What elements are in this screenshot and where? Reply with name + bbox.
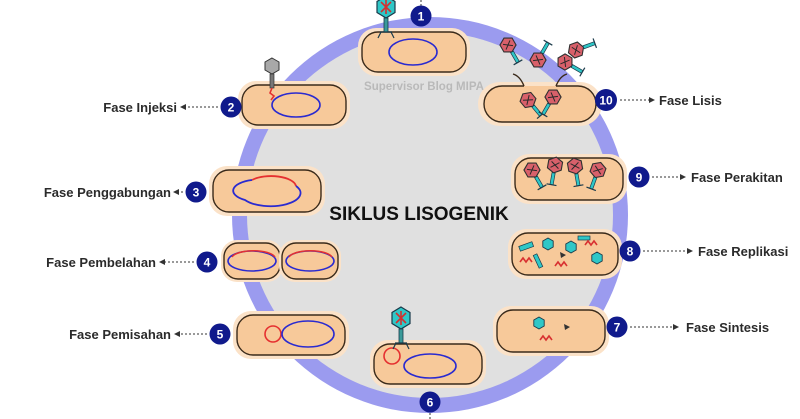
svg-text:5: 5 bbox=[217, 328, 224, 342]
stage-7-label: Fase Sintesis bbox=[686, 320, 769, 335]
stage-5-arrowhead bbox=[174, 331, 180, 337]
stage-8-badge: 8 bbox=[619, 240, 641, 262]
stage-5-cell bbox=[233, 311, 349, 359]
stage-10-badge: 10 bbox=[595, 89, 617, 111]
svg-text:7: 7 bbox=[614, 321, 621, 335]
svg-text:2: 2 bbox=[228, 101, 235, 115]
stage-6-badge: 6 bbox=[419, 391, 441, 413]
svg-text:6: 6 bbox=[427, 396, 434, 410]
stage-4-cell bbox=[221, 240, 341, 282]
stage-5-label: Fase Pemisahan bbox=[69, 327, 171, 342]
stage-6-cell bbox=[370, 306, 486, 388]
stage-7-cell bbox=[493, 306, 609, 356]
stage-2-badge: 2 bbox=[220, 96, 242, 118]
svg-text:4: 4 bbox=[204, 256, 211, 270]
stage-10-cell bbox=[478, 33, 602, 126]
stage-3-label: Fase Penggabungan bbox=[44, 185, 171, 200]
stage-3-cell bbox=[209, 166, 325, 216]
stage-2-cell bbox=[238, 57, 350, 129]
stage-4-badge: 4 bbox=[196, 251, 218, 273]
stage-8-arrowhead bbox=[687, 248, 693, 254]
svg-text:3: 3 bbox=[193, 186, 200, 200]
stage-8-cell bbox=[508, 229, 622, 279]
stage-9-cell bbox=[511, 154, 627, 204]
diagram-title: SIKLUS LISOGENIK bbox=[329, 204, 509, 225]
stage-4-label: Fase Pembelahan bbox=[46, 255, 156, 270]
stage-10-label: Fase Lisis bbox=[659, 93, 722, 108]
stage-3-arrowhead bbox=[173, 189, 179, 195]
stage-3-badge: 3 bbox=[185, 181, 207, 203]
stage-5-badge: 5 bbox=[209, 323, 231, 345]
svg-text:9: 9 bbox=[636, 171, 643, 185]
svg-text:10: 10 bbox=[599, 94, 613, 108]
svg-text:8: 8 bbox=[627, 245, 634, 259]
watermark: Supervisor Blog MIPA bbox=[364, 81, 484, 93]
stage-7-badge: 7 bbox=[606, 316, 628, 338]
stage-9-arrowhead bbox=[680, 174, 686, 180]
stage-9-badge: 9 bbox=[628, 166, 650, 188]
stage-1-badge: 1 bbox=[410, 5, 432, 27]
stage-7-arrowhead bbox=[673, 324, 679, 330]
stage-8-label: Fase Replikasi bbox=[698, 244, 788, 259]
stage-2-label: Fase Injeksi bbox=[103, 100, 177, 115]
svg-text:1: 1 bbox=[418, 10, 425, 24]
stage-4-arrowhead bbox=[159, 259, 165, 265]
stage-10-arrowhead bbox=[649, 97, 655, 103]
stage-1-cell bbox=[358, 0, 470, 76]
stage-2-arrowhead bbox=[180, 104, 186, 110]
stage-9-label: Fase Perakitan bbox=[691, 170, 783, 185]
